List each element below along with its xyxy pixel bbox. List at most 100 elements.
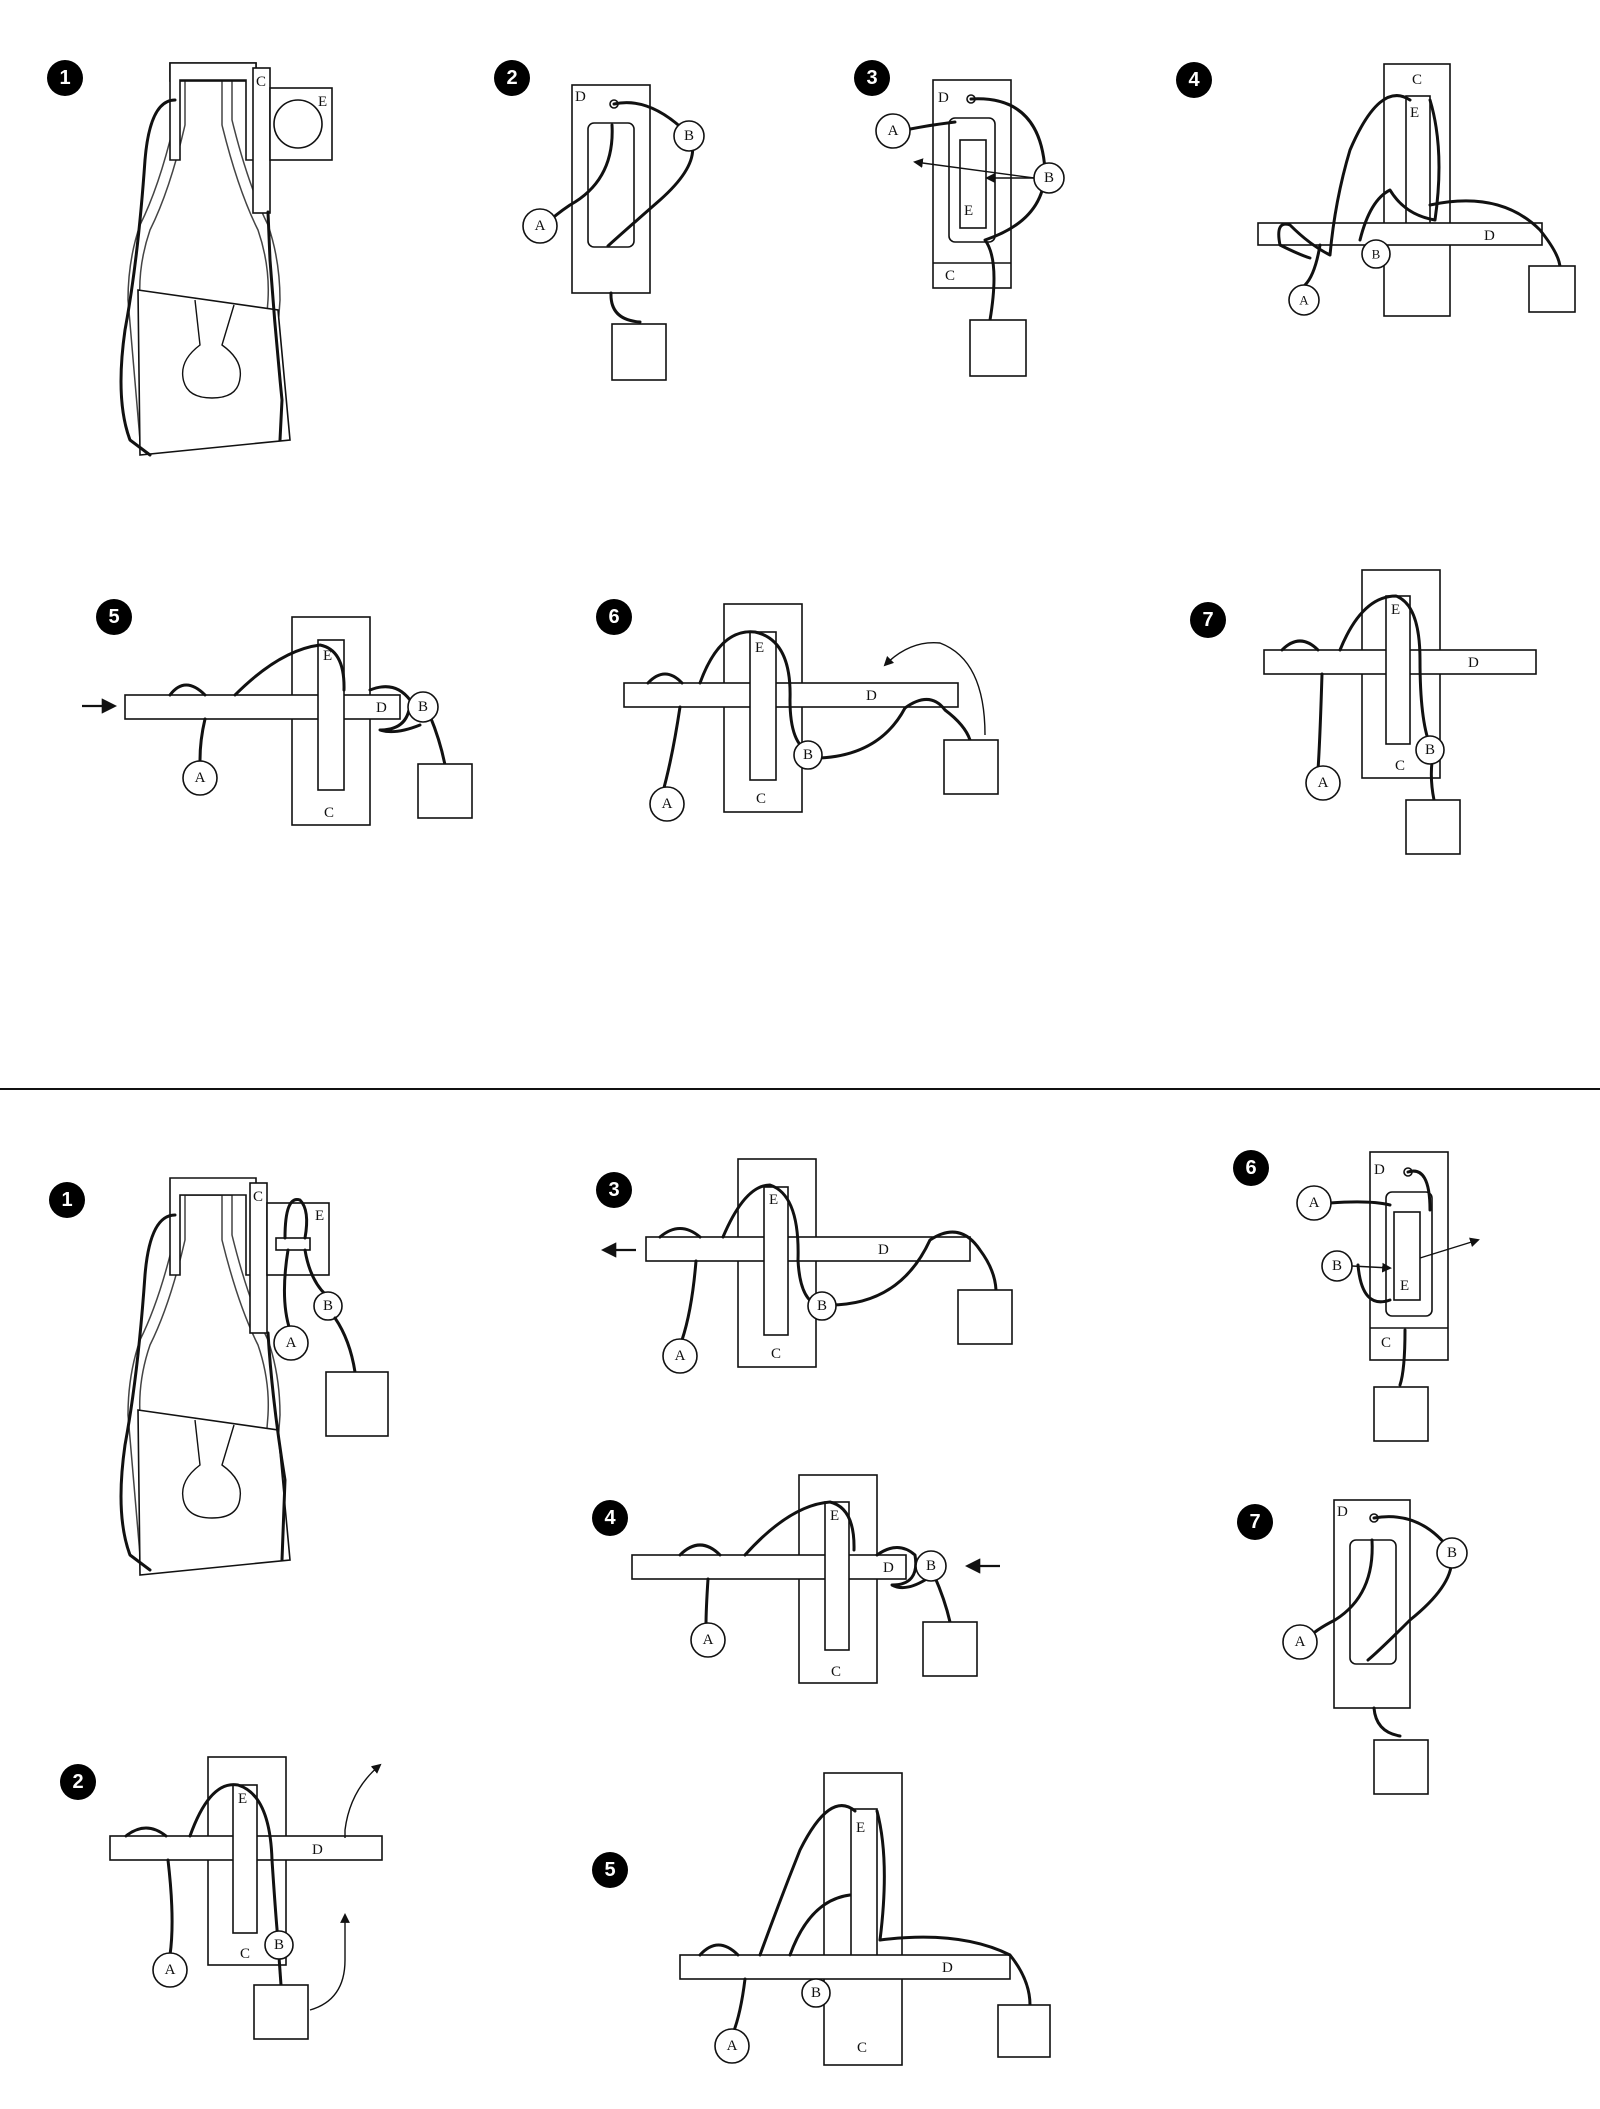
bottom-step-6-panel: 6 C D E A B	[1233, 1150, 1480, 1442]
piece-e	[1385, 595, 1411, 745]
top-step-1-panel: 1 C E	[47, 60, 333, 457]
ball-b	[673, 120, 705, 152]
svg-text:D: D	[1484, 228, 1495, 244]
svg-text:C: C	[831, 1664, 841, 1680]
svg-text:A: A	[1318, 775, 1329, 791]
svg-text:B: B	[1332, 1258, 1342, 1274]
svg-text:D: D	[938, 90, 949, 106]
svg-text:7: 7	[1249, 1511, 1260, 1533]
svg-text:2: 2	[72, 1771, 83, 1793]
svg-text:2: 2	[506, 67, 517, 89]
top-step-7-panel: 7 C D E B A	[1190, 569, 1537, 855]
top-step-6-panel: 6 C D E B A	[596, 599, 999, 822]
svg-text:B: B	[418, 699, 428, 715]
svg-text:C: C	[240, 1946, 250, 1962]
svg-text:D: D	[1468, 655, 1479, 671]
svg-text:A: A	[662, 796, 673, 812]
svg-text:C: C	[324, 805, 334, 821]
svg-text:B: B	[803, 747, 813, 763]
top-step-4-panel: 4 C E D B A	[1176, 62, 1576, 317]
svg-text:A: A	[703, 1632, 714, 1648]
svg-text:E: E	[769, 1192, 778, 1208]
svg-text:E: E	[1410, 105, 1419, 121]
piece-e	[1405, 95, 1431, 227]
svg-text:D: D	[575, 89, 586, 105]
svg-text:B: B	[817, 1298, 827, 1314]
label-e: E	[318, 94, 327, 110]
rope-left	[119, 98, 177, 457]
top-step-2-panel: 2 D B A	[494, 60, 705, 381]
bottom-step-1-panel: 1 C E B A	[49, 1177, 389, 1576]
rope-right	[266, 210, 284, 442]
bottom-step-2-panel: 2 C D E B A	[60, 1756, 383, 2040]
svg-text:C: C	[771, 1346, 781, 1362]
svg-text:E: E	[315, 1208, 324, 1224]
svg-text:B: B	[926, 1558, 936, 1574]
svg-text:D: D	[1374, 1162, 1385, 1178]
svg-text:A: A	[888, 123, 899, 139]
svg-text:D: D	[878, 1242, 889, 1258]
svg-text:B: B	[684, 128, 694, 144]
svg-text:E: E	[323, 648, 332, 664]
svg-text:6: 6	[608, 606, 619, 628]
svg-text:B: B	[1044, 170, 1054, 186]
bottom-step-7-panel: 7 D B A	[1237, 1499, 1468, 1795]
svg-text:C: C	[1381, 1335, 1391, 1351]
svg-text:4: 4	[604, 1507, 616, 1529]
label-c: C	[256, 74, 266, 90]
svg-text:5: 5	[108, 606, 119, 628]
svg-text:E: E	[238, 1791, 247, 1807]
svg-text:B: B	[1447, 1545, 1457, 1561]
svg-text:E: E	[964, 203, 973, 219]
svg-text:B: B	[323, 1298, 333, 1314]
svg-text:B: B	[1425, 742, 1435, 758]
svg-text:A: A	[675, 1348, 686, 1364]
svg-text:D: D	[883, 1560, 894, 1576]
svg-text:D: D	[866, 688, 877, 704]
svg-text:3: 3	[866, 67, 877, 89]
svg-text:D: D	[376, 700, 387, 716]
svg-text:E: E	[755, 640, 764, 656]
svg-text:5: 5	[604, 1859, 615, 1881]
svg-text:7: 7	[1202, 609, 1213, 631]
step-number: 1	[59, 67, 70, 89]
svg-text:C: C	[1395, 758, 1405, 774]
svg-text:B: B	[1372, 247, 1381, 262]
svg-text:A: A	[1295, 1634, 1306, 1650]
svg-text:6: 6	[1245, 1157, 1256, 1179]
svg-text:E: E	[1400, 1278, 1409, 1294]
svg-text:D: D	[312, 1842, 323, 1858]
svg-text:C: C	[756, 791, 766, 807]
piece-e	[749, 631, 777, 781]
ball-a	[522, 208, 558, 244]
bottom-step-5-panel: 5 C E D B A	[592, 1772, 1051, 2066]
svg-text:3: 3	[608, 1179, 619, 1201]
svg-text:A: A	[1299, 293, 1309, 308]
svg-text:A: A	[195, 770, 206, 786]
svg-text:1: 1	[61, 1189, 72, 1211]
top-step-5-panel: 5 C E D B A	[82, 599, 473, 826]
svg-text:D: D	[942, 1960, 953, 1976]
svg-text:C: C	[1412, 72, 1422, 88]
svg-text:C: C	[857, 2040, 867, 2056]
top-step-3-panel: 3 C D E A B	[854, 60, 1065, 377]
svg-text:A: A	[1309, 1195, 1320, 1211]
svg-text:A: A	[165, 1962, 176, 1978]
svg-text:B: B	[274, 1937, 284, 1953]
piece-e	[959, 139, 987, 229]
svg-text:A: A	[727, 2038, 738, 2054]
svg-text:B: B	[811, 1985, 821, 2001]
svg-text:E: E	[856, 1820, 865, 1836]
step-number-badge	[47, 60, 83, 96]
svg-text:D: D	[1337, 1504, 1348, 1520]
piece-e	[317, 639, 345, 791]
svg-text:A: A	[286, 1335, 297, 1351]
svg-text:4: 4	[1188, 69, 1200, 91]
svg-text:E: E	[830, 1508, 839, 1524]
svg-text:A: A	[535, 218, 546, 234]
bottom-step-3-panel: 3 C D E B A	[596, 1158, 1013, 1374]
bottom-step-4-panel: 4 C D E B A	[592, 1474, 1000, 1684]
svg-text:C: C	[253, 1189, 263, 1205]
svg-text:E: E	[1391, 602, 1400, 618]
